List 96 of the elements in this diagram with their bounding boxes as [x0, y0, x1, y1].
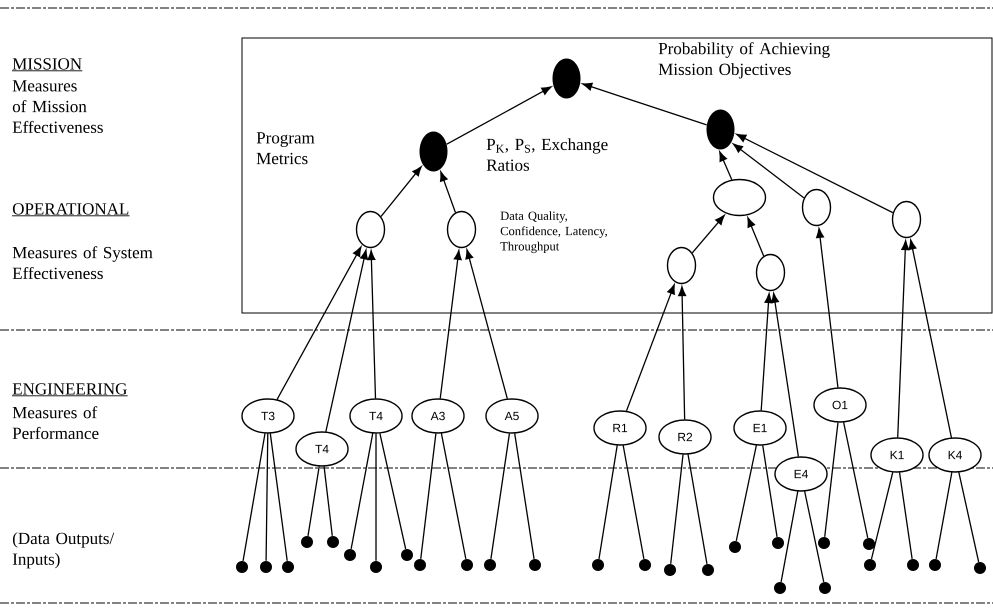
connector-line: [762, 446, 778, 537]
filled-node: [420, 132, 448, 172]
arrow: [692, 214, 725, 254]
connector-line: [804, 491, 824, 582]
data-dot: [344, 549, 356, 561]
data-dot: [772, 537, 784, 549]
filled-node: [552, 58, 580, 98]
connector-line: [375, 434, 377, 561]
arrow: [732, 143, 804, 198]
data-dot: [327, 536, 339, 548]
arrow: [626, 284, 675, 412]
level-heading: MISSION: [12, 58, 83, 72]
connector-line: [780, 491, 798, 582]
arrow: [325, 249, 368, 432]
connector-line: [440, 433, 466, 560]
connector-line: [843, 422, 868, 538]
connector-line: [323, 466, 333, 536]
data-dot: [729, 541, 741, 553]
arrow: [678, 286, 686, 420]
annotation-text: Program Metrics: [256, 132, 314, 164]
arrow: [440, 250, 462, 398]
connector-line: [242, 433, 266, 561]
data-dot: [236, 561, 248, 573]
level-description: (Data Outputs/ Inputs): [12, 532, 114, 568]
data-dot: [529, 559, 541, 571]
connector-line: [270, 434, 288, 561]
data-dot: [907, 559, 919, 571]
filled-node: [706, 110, 734, 150]
connector-line: [490, 434, 510, 559]
arrow: [816, 228, 839, 388]
connector-line: [898, 472, 913, 559]
arrow: [736, 134, 894, 214]
data-dot: [260, 561, 272, 573]
connector-line: [870, 472, 894, 560]
connector-line: [824, 422, 839, 537]
annotation-text: Probability of Achieving Mission Objectives: [658, 42, 830, 79]
data-dot: [819, 582, 831, 594]
arrow: [760, 293, 772, 410]
connector-line: [350, 433, 374, 550]
data-dot: [370, 561, 382, 573]
data-dot: [664, 564, 676, 576]
frame-box: [242, 38, 992, 314]
open-node: [712, 178, 766, 216]
arrow: [367, 250, 376, 398]
arrow: [446, 86, 552, 145]
data-dot: [774, 582, 786, 594]
node-label: K4: [948, 450, 962, 460]
arrow: [897, 240, 910, 438]
connector-line: [687, 454, 708, 564]
data-dot: [484, 559, 496, 571]
data-dot: [864, 559, 876, 571]
connector-line: [265, 434, 268, 561]
level-description: Measures of System Effectiveness: [12, 246, 153, 280]
data-dot: [592, 559, 604, 571]
arrow: [440, 171, 456, 213]
connector-line: [935, 472, 952, 560]
annotation-text: P$_{K}$, P$_{S}$, Exchange Ratios: [486, 138, 608, 171]
open-node: [666, 246, 696, 284]
connector-line: [514, 434, 535, 559]
data-dot: [974, 562, 986, 574]
open-node: [802, 188, 832, 226]
data-dot: [461, 559, 473, 571]
level-heading: OPERATIONAL: [12, 203, 130, 216]
connector-line: [598, 446, 618, 559]
data-dot: [863, 538, 875, 550]
connector-line: [670, 454, 684, 564]
data-dot: [929, 559, 941, 571]
data-dot: [414, 559, 426, 571]
arrow: [719, 151, 732, 180]
open-node: [446, 210, 476, 248]
open-node: [756, 254, 786, 292]
arrow: [771, 292, 799, 456]
data-dot: [282, 561, 294, 573]
connector-line: [736, 445, 757, 542]
annotation-text: Data Quality, Confidence, Latency, Throughput: [500, 211, 607, 254]
level-heading: ENGINEERING: [12, 383, 128, 396]
arrow: [747, 217, 764, 256]
arrow: [276, 246, 362, 400]
data-dot: [818, 537, 830, 549]
arrow: [380, 166, 422, 217]
arrow: [465, 249, 508, 399]
open-node: [356, 210, 386, 248]
data-dot: [702, 564, 714, 576]
open-node: [892, 200, 922, 238]
connector-line: [958, 472, 980, 562]
connector-line: [307, 466, 320, 536]
data-dot: [639, 559, 651, 571]
data-dot: [301, 536, 313, 548]
arrow: [582, 82, 707, 126]
data-dot: [401, 549, 413, 561]
connector-line: [622, 445, 645, 560]
level-description: Measures of Performance: [12, 406, 98, 440]
level-description: Measures of Mission Effectiveness: [12, 80, 103, 133]
connector-line: [379, 433, 406, 550]
connector-line: [420, 434, 437, 559]
arrow: [908, 240, 952, 438]
